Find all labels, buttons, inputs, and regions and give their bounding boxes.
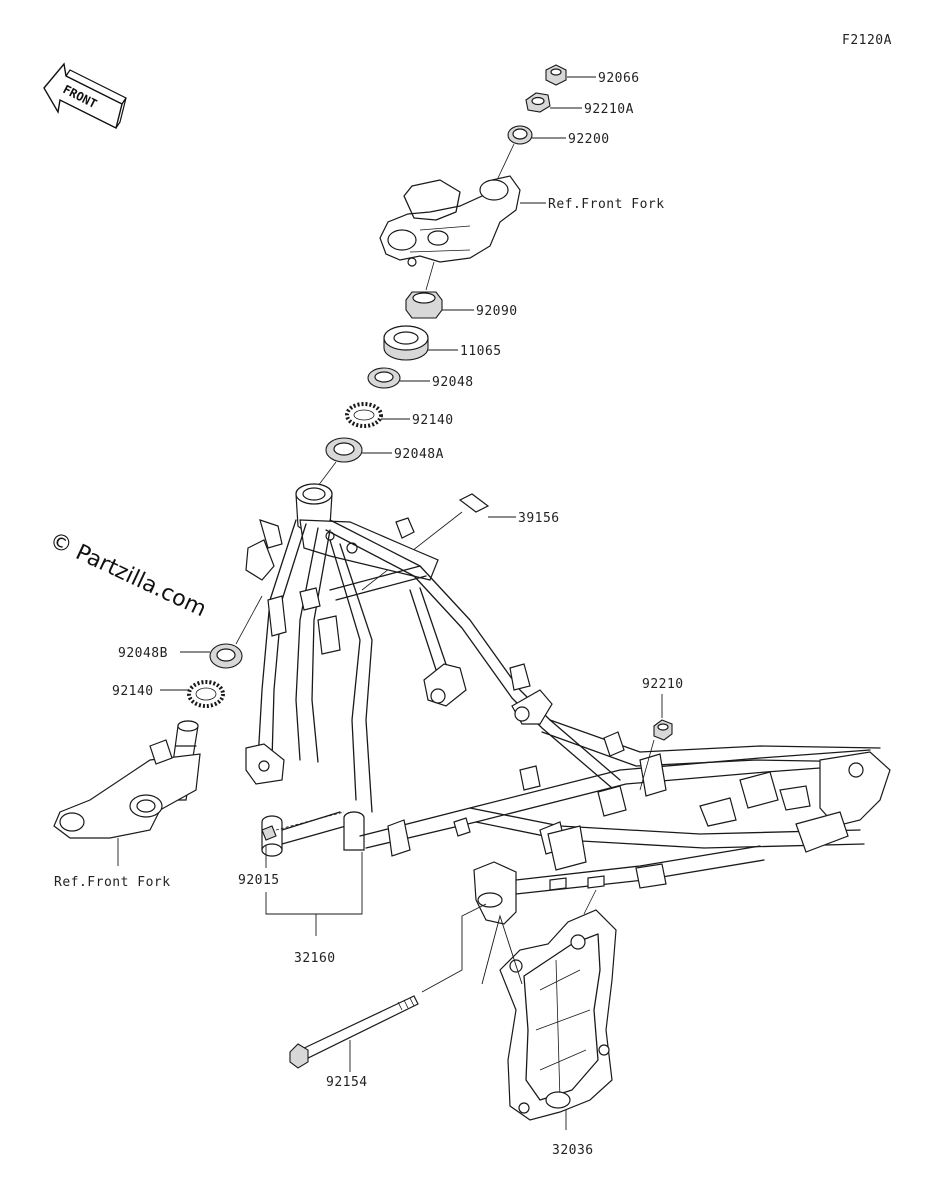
frame-32160-icon: [245, 483, 891, 925]
label-92066: 92066: [598, 71, 640, 86]
race-92048B-icon: [209, 643, 243, 669]
nut-92210A-icon: [525, 92, 551, 113]
label-92210: 92210: [642, 677, 684, 692]
nut-92090-icon: [405, 291, 443, 319]
watermark: © Partzilla.com: [45, 528, 209, 622]
label-92140-left: 92140: [112, 684, 154, 699]
label-92090: 92090: [476, 304, 518, 319]
upper-triple-clamp-icon: [379, 175, 521, 267]
label-92140-top: 92140: [412, 413, 454, 428]
label-ref-front-fork-bottom: Ref.Front Fork: [54, 875, 171, 890]
label-92200: 92200: [568, 132, 610, 147]
label-92015: 92015: [238, 873, 280, 888]
ball-race-92140-top-icon: [345, 402, 383, 428]
label-32160: 32160: [294, 951, 336, 966]
washer-92200-icon: [507, 125, 533, 145]
seal-11065-icon: [383, 325, 429, 361]
bolt-92154-icon: [289, 995, 419, 1069]
nut-92066-icon: [545, 64, 567, 86]
label-sticker-39156-icon: [458, 493, 490, 513]
plate-32036-icon: [499, 909, 617, 1121]
race-92048A-icon: [325, 437, 363, 463]
label-92210A: 92210A: [584, 102, 634, 117]
diagram-code: F2120A: [842, 33, 892, 48]
front-arrow-icon: FRONT: [43, 62, 127, 130]
label-39156: 39156: [518, 511, 560, 526]
label-92048: 92048: [432, 375, 474, 390]
label-92048B: 92048B: [118, 646, 168, 661]
ball-race-92140-left-icon: [187, 680, 225, 708]
race-92048-icon: [367, 367, 401, 389]
label-ref-front-fork-top: Ref.Front Fork: [548, 197, 665, 212]
label-11065: 11065: [460, 344, 502, 359]
plug-92015-icon: [261, 825, 277, 841]
lower-triple-clamp-icon: [53, 720, 201, 839]
nut-92210-icon: [653, 719, 673, 741]
label-92048A: 92048A: [394, 447, 444, 462]
label-92154: 92154: [326, 1075, 368, 1090]
label-32036: 32036: [552, 1143, 594, 1158]
